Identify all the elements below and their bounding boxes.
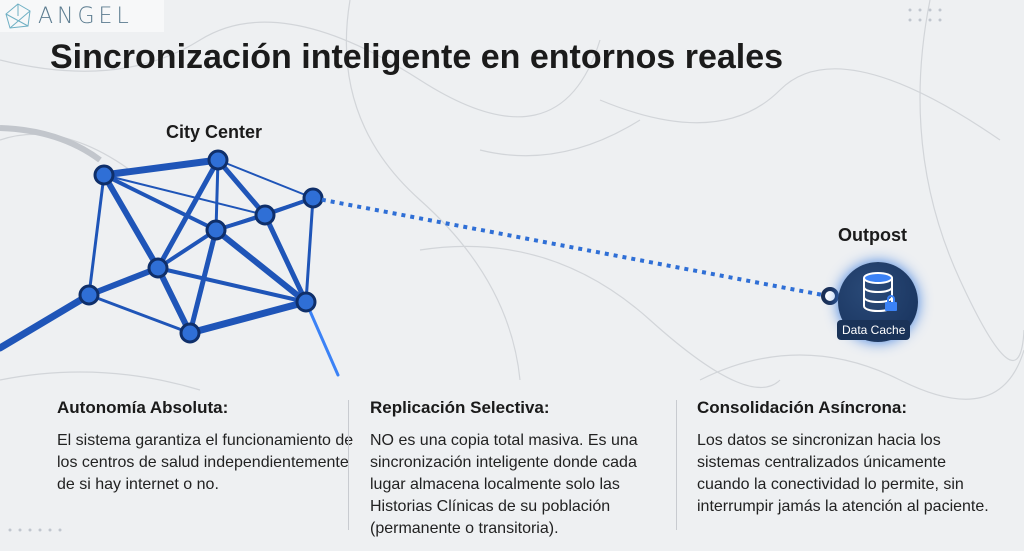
page-title: Sincronización inteligente en entornos r… bbox=[50, 38, 784, 76]
network-node bbox=[179, 322, 201, 344]
network-link bbox=[304, 300, 340, 377]
column-replicacion: Replicación Selectiva: NO es una copia to… bbox=[370, 398, 670, 540]
network-link bbox=[155, 265, 193, 336]
database-lock-icon bbox=[863, 272, 897, 313]
network-node bbox=[78, 284, 100, 306]
network-link bbox=[102, 173, 218, 232]
column-consolidacion: Consolidación Asíncrona: Los datos se sin… bbox=[697, 398, 997, 518]
network-node bbox=[147, 257, 169, 279]
network-link bbox=[186, 298, 310, 337]
sync-link bbox=[312, 196, 829, 298]
data-cache-label: Data Cache bbox=[837, 320, 911, 340]
column-body: NO es una copia total masiva. Es una sin… bbox=[370, 432, 638, 537]
outpost-port bbox=[821, 287, 839, 305]
network-link bbox=[87, 293, 192, 335]
network-link bbox=[156, 266, 308, 304]
network-link bbox=[217, 159, 314, 199]
network-link bbox=[87, 173, 106, 297]
divider bbox=[676, 400, 677, 530]
network-link bbox=[156, 228, 218, 270]
network-link bbox=[214, 158, 220, 232]
column-heading: Consolidación Asíncrona: bbox=[697, 398, 908, 417]
column-body: El sistema garantiza el funcionamiento d… bbox=[57, 432, 354, 493]
network-link bbox=[0, 291, 93, 352]
network-link bbox=[187, 227, 219, 336]
city-network bbox=[0, 149, 340, 377]
column-heading: Autonomía Absoluta: bbox=[57, 398, 229, 417]
network-link bbox=[103, 174, 266, 216]
column-autonomia: Autonomía Absoluta: El sistema garantiza … bbox=[57, 398, 357, 496]
network-link bbox=[100, 156, 222, 179]
network-link bbox=[101, 172, 161, 271]
logo-network-icon bbox=[5, 3, 31, 29]
network-link bbox=[155, 157, 221, 271]
network-link bbox=[215, 157, 268, 218]
network-link bbox=[262, 212, 309, 305]
outpost-label: Outpost bbox=[838, 225, 907, 245]
city-center-label: City Center bbox=[166, 122, 263, 142]
network-link bbox=[304, 196, 315, 304]
network-link bbox=[86, 265, 161, 298]
network-node bbox=[205, 219, 227, 241]
network-link bbox=[213, 227, 309, 305]
divider bbox=[348, 400, 349, 530]
network-node bbox=[93, 164, 115, 186]
network-node bbox=[295, 291, 317, 313]
column-body: Los datos se sincronizan hacia los siste… bbox=[697, 432, 989, 515]
column-heading: Replicación Selectiva: bbox=[370, 398, 550, 417]
logo: ANGEL bbox=[0, 0, 164, 32]
network-node bbox=[254, 204, 276, 226]
network-node bbox=[207, 149, 229, 171]
